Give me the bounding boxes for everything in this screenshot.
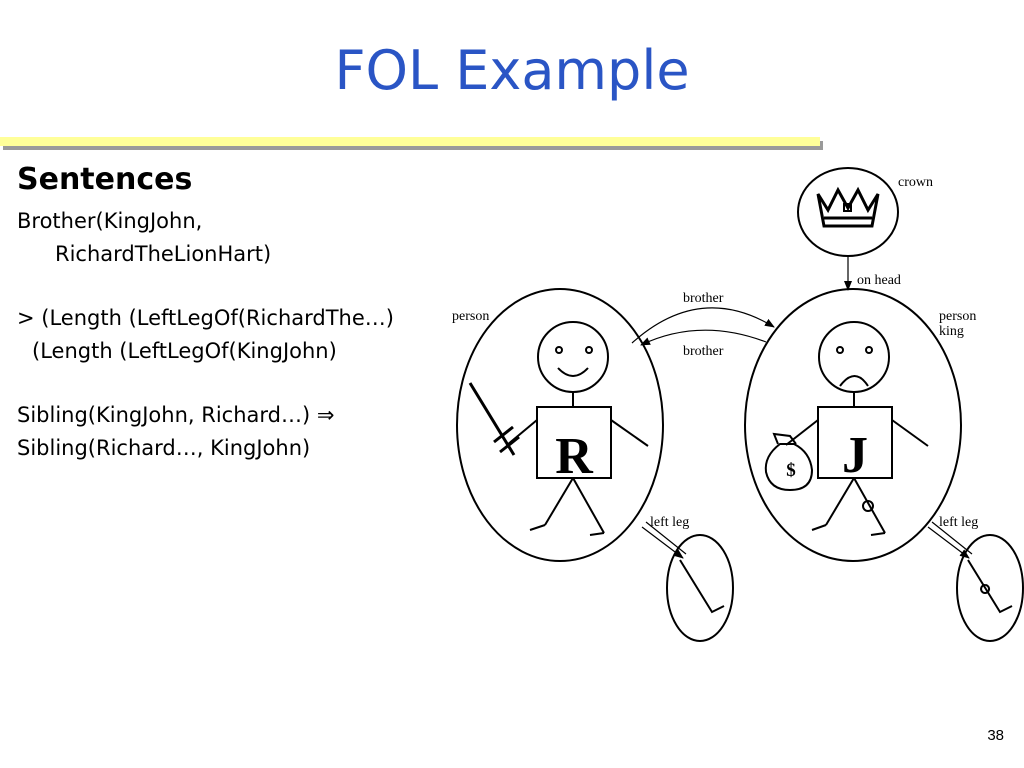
john-object-oval — [744, 288, 962, 562]
sentence-line-4: (Length (LeftLegOf(KingJohn) — [32, 338, 337, 363]
john-leg-shape — [967, 559, 1013, 614]
page-number: 38 — [987, 727, 1004, 744]
richard-head — [537, 321, 609, 393]
title-rule — [0, 137, 820, 146]
sword-icon — [468, 382, 520, 456]
richard-leg-shape — [679, 559, 725, 614]
brother-label-bottom: brother — [683, 344, 724, 359]
left-leg-label-john: left leg — [939, 515, 978, 530]
left-leg-label-richard: left leg — [650, 515, 689, 530]
smile-icon — [557, 367, 589, 377]
sentences-heading: Sentences — [17, 162, 193, 197]
sentence-line-2: RichardTheLionHart) — [55, 241, 272, 266]
john-leg-oval — [956, 534, 1024, 642]
john-letter: J — [842, 427, 868, 484]
brother-label-top: brother — [683, 291, 724, 306]
frown-icon — [839, 375, 869, 387]
brother-arrow-top — [631, 307, 775, 344]
john-figure — [785, 321, 929, 536]
person-label-right: person — [939, 309, 976, 324]
king-label-right: king — [939, 324, 964, 339]
sentence-line-3: > (Length (LeftLegOf(RichardThe…) — [17, 306, 394, 331]
person-label-left: person — [452, 309, 489, 324]
money-bag-icon — [764, 432, 814, 492]
sentence-line-6: Sibling(Richard…, KingJohn) — [17, 435, 311, 460]
left-leg-arrow-richard — [641, 521, 686, 558]
on-head-label: on head — [857, 273, 901, 288]
sentence-line-1: Brother(KingJohn, — [17, 209, 203, 233]
money-symbol: $ — [786, 460, 796, 481]
richard-letter: R — [555, 428, 594, 485]
brother-arrow-bottom — [640, 329, 767, 346]
crown-icon — [816, 186, 880, 228]
slide-title: FOL Example — [334, 39, 690, 102]
sentences-panel: Sentences Brother(KingJohn, RichardTheLi… — [17, 162, 457, 464]
richard-figure — [506, 321, 649, 536]
left-leg-arrow-john — [927, 521, 972, 558]
crown-label: crown — [898, 175, 933, 190]
richard-object-oval — [456, 288, 664, 562]
sentence-line-5: Sibling(KingJohn, Richard…) ⇒ — [17, 403, 335, 428]
john-head — [818, 321, 890, 393]
richard-leg-oval — [666, 534, 734, 642]
